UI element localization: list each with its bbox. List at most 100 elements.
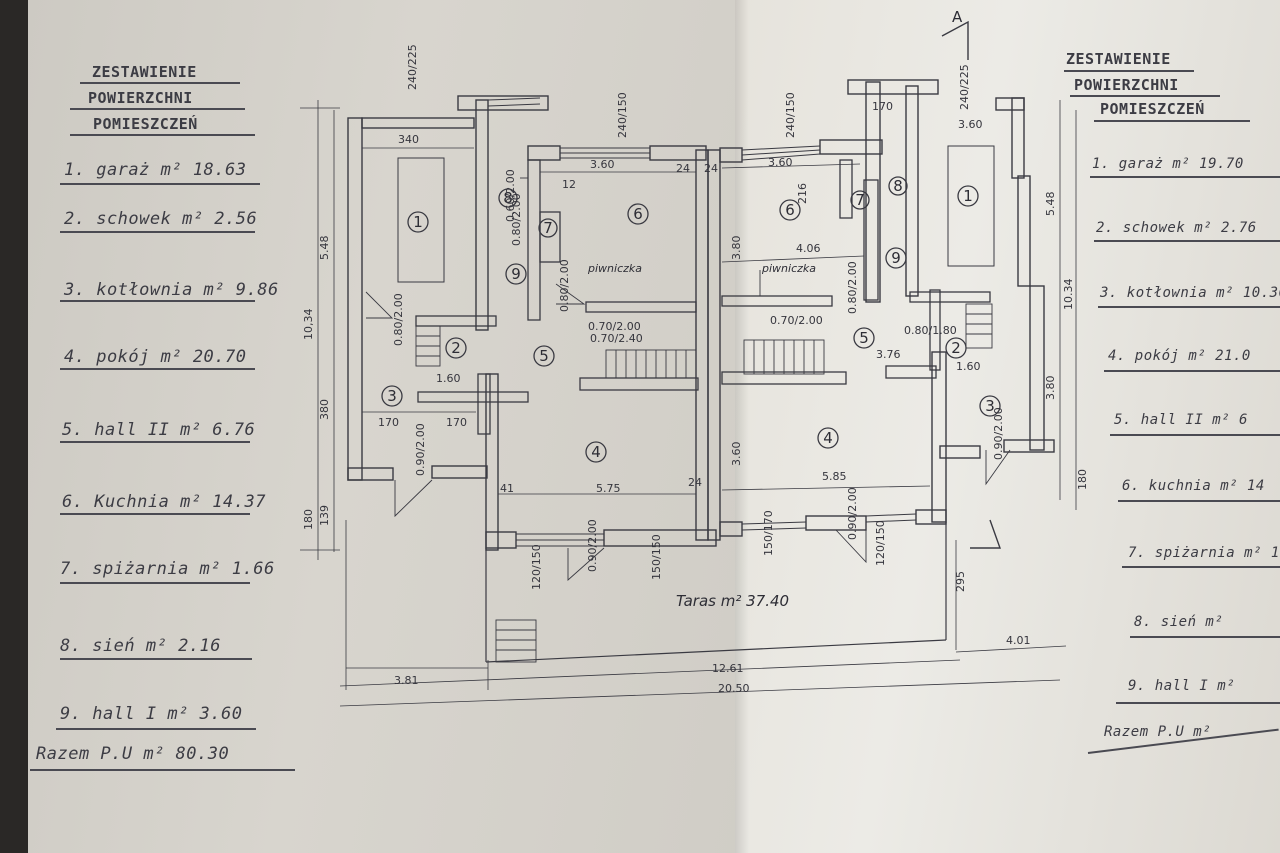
- room-number-1-right: 1: [963, 187, 973, 205]
- dim-w41: 41: [500, 482, 514, 495]
- section-marker-label: A: [952, 8, 963, 26]
- dim-top-340: 340: [398, 133, 419, 146]
- room-number-6-left: 6: [633, 205, 643, 223]
- terrace-outline: [485, 522, 947, 663]
- section-marker: [941, 20, 1001, 549]
- room-circle: [533, 345, 555, 367]
- underline: [60, 441, 250, 443]
- room-circle: [505, 263, 527, 285]
- dim-360-left: 3.60: [590, 158, 615, 171]
- left-item-6: 6. Kuchnia m² 14.37: [62, 492, 266, 512]
- dim-295: 295: [954, 571, 967, 592]
- room-number-4-right: 4: [823, 429, 833, 447]
- dim-585: 5.85: [822, 470, 847, 483]
- window-150-150: 150/150: [650, 534, 663, 580]
- left-item-2: 2. schowek m² 2.56: [64, 209, 258, 229]
- dim-w24: 24: [688, 476, 702, 489]
- vertical-dimension-texts: 240/225 240/150 240/150 240/225 5.48 10,…: [302, 44, 1089, 592]
- windows: [487, 97, 917, 547]
- room-number-4-left: 4: [591, 443, 601, 461]
- underline: [1094, 240, 1280, 242]
- left-item-4: 4. pokój m² 20.70: [64, 347, 247, 367]
- underline: [60, 513, 250, 515]
- label-taras: Taras m² 37.40: [676, 592, 789, 610]
- left-item-3: 3. kotłownia m² 9.86: [64, 280, 279, 300]
- underline: [1122, 566, 1280, 568]
- dim-24-left: 24: [676, 162, 690, 175]
- room-number-2-left: 2: [451, 339, 461, 357]
- room-circle: [445, 337, 467, 359]
- underline: [1104, 370, 1280, 372]
- dim-548-right: 5.48: [1044, 192, 1057, 217]
- underline: [30, 769, 295, 771]
- right-item-5: 5. hall II m² 6: [1114, 412, 1248, 428]
- dim-401: 4.01: [1006, 634, 1031, 647]
- room-circle: [885, 247, 907, 269]
- dim-180-right: 180: [1076, 469, 1089, 490]
- dim-180-left: 180: [302, 509, 315, 530]
- dim-1034-right: 10.34: [1062, 279, 1075, 311]
- room-circle: [779, 199, 801, 221]
- door-090-200-b: 0.90/2.00: [586, 519, 599, 572]
- dim-380-left: 380: [318, 399, 331, 420]
- room-circle: [853, 327, 875, 349]
- right-item-8: 8. sień m²: [1134, 614, 1224, 630]
- underline: [70, 134, 255, 136]
- door-080-200-b: 0.80/2.00: [558, 259, 571, 312]
- room-number-8-left: 8: [503, 189, 513, 207]
- right-table-title-2: POWIERZCHNI: [1074, 76, 1179, 94]
- dim-380-right: 3.80: [730, 236, 743, 261]
- underline: [60, 300, 255, 302]
- door-080-200-d: 0.80/2.00: [846, 261, 859, 314]
- room-number-8-right: 8: [893, 177, 903, 195]
- right-table-title-3: POMIESZCZEŃ: [1100, 100, 1205, 118]
- door-070-240: 0.70/2.40: [590, 332, 643, 345]
- door-080-180: 0.80/1.80: [904, 324, 957, 337]
- dim-360-right: 3.60: [768, 156, 793, 169]
- door-090-200-d: 0.90/2.00: [846, 487, 859, 540]
- left-table-title-3: POMIESZCZEŃ: [93, 115, 198, 133]
- dim-240-225-left: 240/225: [406, 44, 419, 90]
- dim-406: 4.06: [796, 242, 821, 255]
- underline: [56, 728, 256, 730]
- room-circle: [585, 441, 607, 463]
- underline: [1098, 306, 1280, 308]
- door-070-200-right: 0.70/2.00: [770, 314, 823, 327]
- dimension-texts: 340 3.60 24 12 3.60 24 4.06 170 3.60 1.6…: [378, 100, 1031, 695]
- garage-car-outline: [947, 145, 995, 267]
- underline: [1090, 176, 1280, 178]
- room-number-5-right: 5: [859, 329, 869, 347]
- dim-1034-left: 10,34: [302, 309, 315, 341]
- room-number-6-right: 6: [785, 201, 795, 219]
- room-number-9-right: 9: [891, 249, 901, 267]
- room-circle: [979, 395, 1001, 417]
- room-circle: [538, 218, 558, 238]
- stairs: [415, 303, 993, 663]
- label-piwniczka-left: piwniczka: [587, 262, 642, 275]
- underline: [1118, 500, 1280, 502]
- room-number-3-right: 3: [985, 397, 995, 415]
- underline: [60, 582, 250, 584]
- dim-575: 5.75: [596, 482, 621, 495]
- right-item-9: 9. hall I m²: [1128, 678, 1236, 694]
- window-150-170: 150/170: [762, 510, 775, 556]
- dim-240-150-right: 240/150: [784, 92, 797, 138]
- right-item-6: 6. kuchnia m² 14: [1122, 478, 1265, 494]
- dim-216: 216: [796, 183, 809, 204]
- room-circle: [817, 427, 839, 449]
- underline: [1064, 70, 1194, 72]
- room-circle: [850, 190, 870, 210]
- room-circle: [945, 337, 967, 359]
- right-total: Razem P.U m²: [1104, 724, 1212, 740]
- dim-376: 3.76: [876, 348, 901, 361]
- underline: [60, 658, 252, 660]
- dim-360-vertical: 3.60: [730, 442, 743, 467]
- right-item-1: 1. garaż m² 19.70: [1092, 156, 1244, 172]
- dim-170b: 170: [446, 416, 467, 429]
- underline: [60, 183, 260, 185]
- door-070-200: 0.70/2.00: [588, 320, 641, 333]
- left-item-1: 1. garaż m² 18.63: [64, 160, 247, 180]
- right-item-3: 3. kotłownia m² 10.30: [1100, 285, 1280, 301]
- label-piwniczka-right: piwniczka: [761, 262, 816, 275]
